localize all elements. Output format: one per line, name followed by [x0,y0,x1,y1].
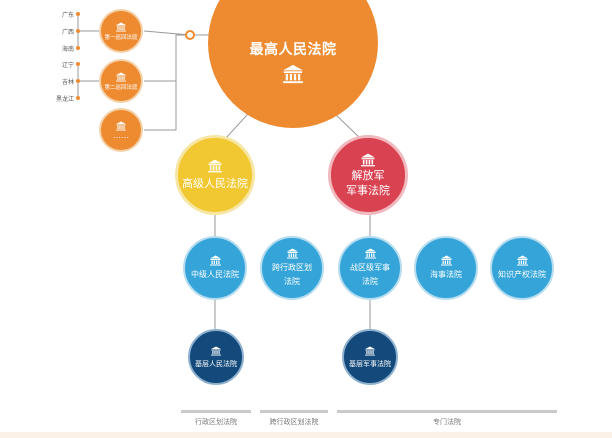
courthouse-icon [211,345,221,356]
maritime-court-label: 海事法院 [430,269,462,279]
province-label: 吉林 [61,79,74,86]
supreme-court-node: 最高人民法院 [208,0,378,128]
category-bar-cross [260,410,328,413]
war-zone-court-label-line1: 战区级军事 [350,262,390,272]
basic-military-court-node: 基层军事法院 [342,329,398,385]
courthouse-icon [208,159,222,173]
intermediate-court-label: 中级人民法院 [191,269,239,279]
courthouse-icon [516,255,528,265]
province-label: 黑龙江 [55,96,74,103]
category-label-cross: 跨行政区划法院 [269,418,319,426]
junction-dot [185,30,195,40]
ip-court-node: 知识产权法院 [490,236,554,300]
courthouse-icon [116,21,126,32]
courthouse-icon [209,255,221,265]
courthouse-icon [116,120,126,131]
ip-court-label: 知识产权法院 [498,269,546,279]
province-label: 海南 [61,46,74,53]
basic-court-label: 基层人民法院 [195,359,237,368]
province-dots [76,12,80,100]
courthouse-icon [361,153,375,166]
bottom-band [0,432,612,438]
war-zone-court-node: 战区级军事 法院 [338,236,402,300]
circuit-court-more-label: …… [113,130,129,140]
category-label-special: 专门法院 [433,418,461,426]
circuit-court-2-node: 第二巡回法庭 [99,59,143,103]
intermediate-court-node: 中级人民法院 [183,236,247,300]
province-label: 广西 [61,29,74,36]
military-court-node: 解放军 军事法院 [328,135,408,215]
link-circuit3-hub [144,81,177,131]
circuit-court-more-node: …… [99,108,143,152]
courthouse-icon [116,71,126,82]
war-zone-court-label-line2: 法院 [362,276,378,286]
link-circuit1-hub [143,30,191,36]
courthouse-icon [440,255,452,265]
cross-admin-court-node: 跨行政区划 法院 [260,236,324,300]
basic-military-court-label: 基层军事法院 [349,359,391,368]
province-label: 辽宁 [61,62,74,69]
military-court-label-line1: 解放军 [351,168,385,182]
basic-court-node: 基层人民法院 [188,329,244,385]
category-bar-admin [181,410,251,413]
courthouse-icon [364,248,376,258]
province-label: 广东 [61,12,74,19]
circuit-court-1-node: 第一巡回法庭 [99,9,143,53]
courthouse-icon [286,248,298,258]
high-court-node: 高级人民法院 [175,135,255,215]
circuit-court-1-label: 第一巡回法庭 [104,34,138,41]
cross-admin-court-label-line1: 跨行政区划 [272,262,312,272]
category-label-admin: 行政区划法院 [195,418,237,426]
courthouse-icon [283,64,303,83]
high-court-label: 高级人民法院 [182,177,248,190]
supreme-court-label: 最高人民法院 [249,41,337,58]
link-circuit2-hub [144,34,190,82]
maritime-court-node: 海事法院 [414,236,478,300]
circuit-court-2-label: 第二巡回法庭 [104,84,138,91]
cross-admin-court-label-line2: 法院 [284,276,300,286]
military-court-label-line2: 军事法院 [346,183,390,197]
courthouse-icon [365,345,375,356]
category-bar-special [337,410,557,413]
